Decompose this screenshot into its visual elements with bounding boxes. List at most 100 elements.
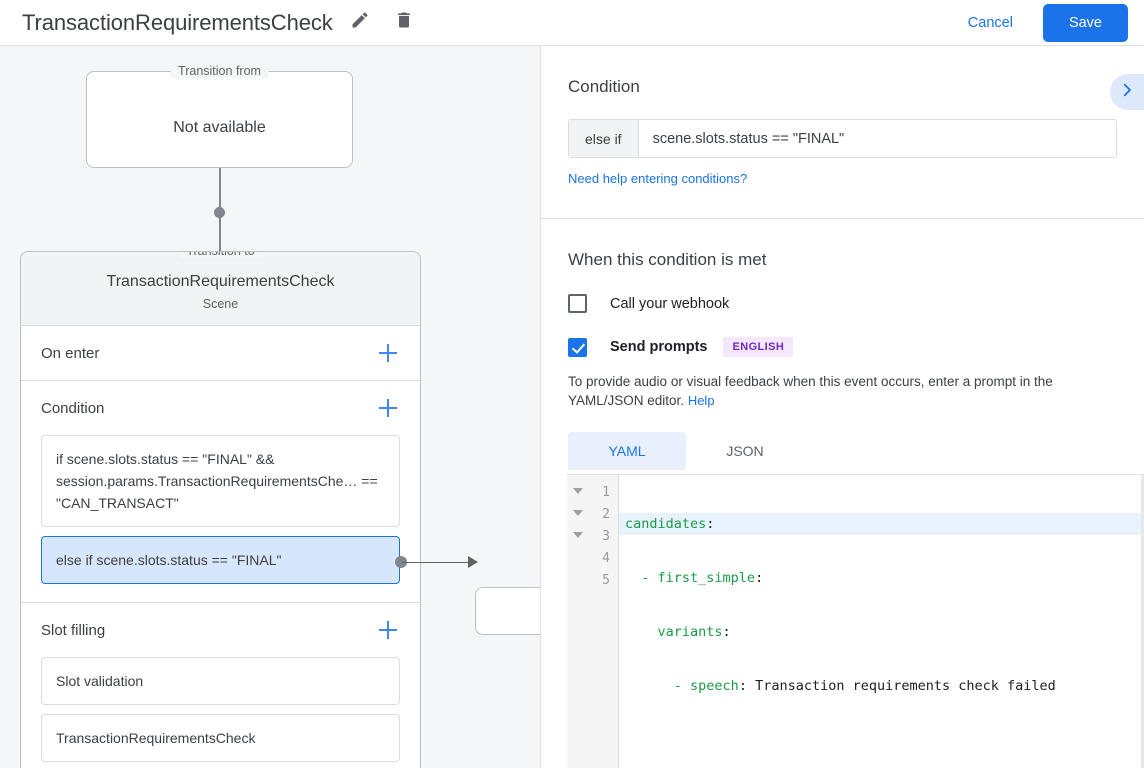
send-prompts-label: Send prompts	[610, 339, 708, 355]
line-number: 2	[602, 506, 610, 522]
section-on-enter: On enter	[21, 326, 420, 381]
code-key: variants	[657, 624, 723, 640]
panel-divider	[541, 218, 1144, 219]
scene-card-header: TransactionRequirementsCheck Scene	[21, 252, 420, 326]
code-key: - speech	[673, 678, 739, 694]
slot-filling-list: Slot validation TransactionRequirementsC…	[41, 657, 400, 768]
tab-json[interactable]: JSON	[726, 443, 764, 459]
page-title: TransactionRequirementsCheck	[22, 9, 333, 35]
line-number: 1	[602, 484, 610, 500]
fold-arrow-icon[interactable]	[573, 510, 583, 516]
slot-filling-item[interactable]: Slot validation	[41, 657, 400, 705]
line-number: 3	[602, 528, 610, 544]
condition-section: Condition else if Need help entering con…	[541, 46, 1144, 188]
editor-scrollbar[interactable]	[1141, 475, 1144, 768]
details-panel: Condition else if Need help entering con…	[540, 46, 1144, 768]
code-separator: :	[706, 516, 715, 532]
line-number: 4	[602, 550, 610, 566]
send-prompts-description-text: To provide audio or visual feedback when…	[568, 374, 1053, 408]
webhook-checkbox[interactable]	[568, 294, 587, 313]
trash-icon	[394, 10, 414, 35]
when-met-heading: When this condition is met	[568, 250, 767, 269]
section-slot-filling-label: Slot filling	[41, 621, 106, 639]
chevron-right-icon	[1118, 81, 1136, 104]
condition-help-link[interactable]: Need help entering conditions?	[568, 171, 748, 186]
send-prompts-row[interactable]: Send prompts ENGLISH	[568, 337, 1117, 357]
connector-dot	[214, 207, 225, 218]
condition-prefix-label: else if	[569, 120, 639, 157]
code-indent	[625, 570, 641, 586]
add-on-enter-icon[interactable]	[376, 341, 400, 365]
condition-item[interactable]: if scene.slots.status == "FINAL" && sess…	[41, 435, 400, 527]
webhook-label: Call your webhook	[610, 295, 730, 312]
section-condition: Condition if scene.slots.status == "FINA…	[21, 381, 420, 603]
scene-name: TransactionRequirementsCheck	[106, 273, 335, 290]
code-separator: :	[738, 678, 747, 694]
code-line[interactable]: - speech: Transaction requirements check…	[619, 675, 1144, 697]
language-badge: ENGLISH	[723, 337, 794, 357]
code-line[interactable]: variants:	[619, 621, 1144, 643]
section-condition-label: Condition	[41, 399, 105, 417]
top-bar-actions: Cancel Save	[952, 3, 1144, 42]
gutter-row[interactable]: 4	[567, 547, 618, 569]
code-separator: :	[755, 570, 764, 586]
gutter-row[interactable]: 5	[567, 569, 618, 591]
edge-line-horizontal	[402, 561, 470, 563]
expand-panel-button[interactable]	[1110, 74, 1144, 110]
when-condition-met-section: When this condition is met Call your web…	[541, 219, 1144, 470]
editor-code-area[interactable]: candidates: - first_simple: variants: - …	[619, 475, 1144, 768]
condition-heading: Condition	[568, 77, 640, 96]
pencil-icon	[350, 10, 370, 35]
line-number: 5	[602, 572, 610, 588]
condition-input-row: else if	[568, 119, 1117, 158]
condition-input[interactable]	[638, 120, 1116, 157]
send-prompts-checkbox[interactable]	[568, 337, 587, 357]
section-on-enter-label: On enter	[41, 344, 100, 362]
code-indent	[625, 624, 658, 640]
transition-to-card: Transition to TransactionRequirementsChe…	[20, 251, 421, 768]
add-condition-icon[interactable]	[376, 396, 400, 420]
fold-arrow-icon[interactable]	[573, 488, 583, 494]
transition-from-value: Not available	[173, 119, 266, 136]
cancel-button[interactable]: Cancel	[952, 6, 1029, 40]
fold-arrow-icon[interactable]	[573, 532, 583, 538]
editor-format-tabs: YAML JSON	[568, 432, 1117, 470]
scene-type: Scene	[202, 297, 239, 311]
slot-filling-item[interactable]: TransactionRequirementsCheck	[41, 714, 400, 762]
tab-yaml[interactable]: YAML	[568, 432, 686, 470]
gutter-row[interactable]: 3	[567, 525, 618, 547]
section-slot-filling-header: Slot filling	[41, 603, 400, 657]
top-app-bar: TransactionRequirementsCheck Cancel Save	[0, 0, 1144, 46]
save-button[interactable]: Save	[1042, 3, 1128, 42]
edge-source-dot	[395, 556, 407, 568]
code-separator: :	[722, 624, 731, 640]
send-prompts-description: To provide audio or visual feedback when…	[568, 372, 1117, 410]
target-node-partial[interactable]	[475, 587, 540, 635]
prompts-help-link[interactable]: Help	[687, 393, 715, 408]
editor-gutter: 1 2 3 4 5	[567, 475, 619, 768]
condition-list: if scene.slots.status == "FINAL" && sess…	[41, 435, 400, 602]
flow-canvas[interactable]: Transition from Not available Transition…	[0, 46, 540, 768]
transition-from-box: Transition from Not available	[86, 64, 353, 168]
yaml-editor[interactable]: 1 2 3 4 5 candidates: - first_simple: va…	[567, 474, 1144, 768]
code-value: Transaction requirements check failed	[746, 678, 1056, 694]
webhook-row[interactable]: Call your webhook	[568, 294, 1117, 313]
code-line[interactable]: candidates:	[619, 513, 1144, 535]
edit-title-button[interactable]	[343, 6, 377, 40]
section-on-enter-header: On enter	[41, 326, 400, 380]
code-line[interactable]	[619, 729, 1144, 751]
transition-from-legend: Transition from	[170, 64, 269, 78]
gutter-row[interactable]: 1	[567, 481, 618, 503]
section-slot-filling: Slot filling Slot validation Transaction…	[21, 603, 420, 768]
edge-arrowhead-right	[468, 556, 478, 568]
transition-to-legend: Transition to	[178, 252, 263, 258]
code-key: candidates	[625, 516, 707, 532]
delete-button[interactable]	[387, 6, 421, 40]
code-indent	[625, 678, 674, 694]
section-condition-header: Condition	[41, 381, 400, 435]
code-line[interactable]: - first_simple:	[619, 567, 1144, 589]
gutter-row[interactable]: 2	[567, 503, 618, 525]
condition-item-selected[interactable]: else if scene.slots.status == "FINAL"	[41, 536, 400, 584]
add-slot-filling-icon[interactable]	[376, 618, 400, 642]
code-key: - first_simple	[641, 570, 756, 586]
